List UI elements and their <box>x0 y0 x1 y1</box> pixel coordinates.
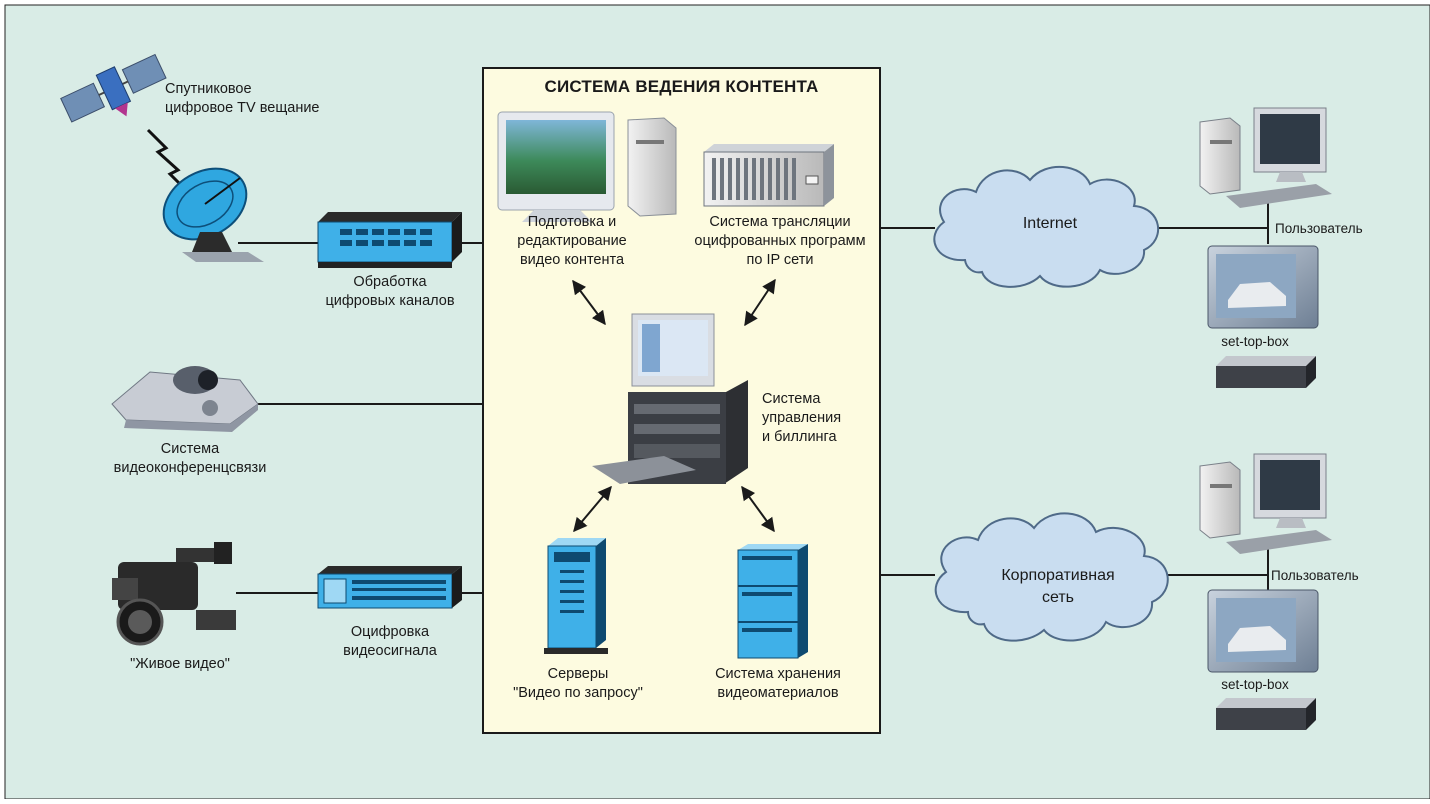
internet-label: Internet <box>1022 215 1078 232</box>
storage-billing-arrow <box>741 485 775 533</box>
storage-system-icon <box>737 544 808 659</box>
editing-label: Подготовка и редактирование видео контен… <box>517 214 627 268</box>
satellite-label: Спутниковое цифровое TV вещание <box>165 81 320 116</box>
billing-workstation-icon <box>592 313 748 484</box>
digitizer-rack-icon <box>317 566 462 609</box>
user-label-bottom: Пользователь <box>1271 568 1359 583</box>
videoconf-label: Система видеоконференцсвязи <box>113 441 267 476</box>
content-system-title: СИСТЕМА ВЕДЕНИЯ КОНТЕНТА <box>544 77 819 96</box>
internet-cloud-icon <box>933 166 1160 288</box>
set-top-box-top-icon <box>1216 356 1316 388</box>
satellite-icon <box>60 53 167 123</box>
internal-arrows <box>572 278 776 533</box>
user-tv-top-icon <box>1207 245 1319 329</box>
user-pc-top-icon <box>1199 107 1332 208</box>
set-top-box-bottom-icon <box>1216 698 1316 730</box>
video-camera-icon <box>112 542 236 646</box>
editing-workstation-icon <box>497 111 677 222</box>
corporate-cloud-icon <box>934 512 1169 642</box>
channel-processing-rack-icon <box>317 212 462 268</box>
vod-server-icon <box>544 538 608 654</box>
user-pc-bottom-icon <box>1199 453 1332 554</box>
storage-label: Система хранения видеоматериалов <box>715 666 841 701</box>
set-top-box-label-bottom: set-top-box <box>1221 677 1289 692</box>
corporate-network-label: Корпоративная сеть <box>1001 567 1115 606</box>
live-video-label: "Живое видео" <box>130 656 230 672</box>
editing-billing-arrow <box>572 279 606 326</box>
channel-processing-label: Обработка цифровых каналов <box>325 274 455 309</box>
broadcast-label: Система трансляции оцифрованных программ… <box>694 214 866 268</box>
connection-lines <box>236 198 1269 594</box>
vod-billing-arrow <box>573 485 612 533</box>
satellite-dish-icon <box>162 167 264 262</box>
broadcast-rack-icon <box>703 144 834 207</box>
billing-label: Система управления и биллинга <box>762 391 842 445</box>
digitizing-label: Оцифровка видеосигнала <box>343 624 437 659</box>
videoconference-unit-icon <box>111 366 259 432</box>
set-top-box-label-top: set-top-box <box>1221 334 1289 349</box>
signal-bolt-icon <box>146 128 188 192</box>
user-tv-bottom-icon <box>1207 589 1319 673</box>
vod-label: Серверы "Видео по запросу" <box>513 666 643 701</box>
user-label-top: Пользователь <box>1275 221 1363 236</box>
broadcast-billing-arrow <box>744 278 776 327</box>
